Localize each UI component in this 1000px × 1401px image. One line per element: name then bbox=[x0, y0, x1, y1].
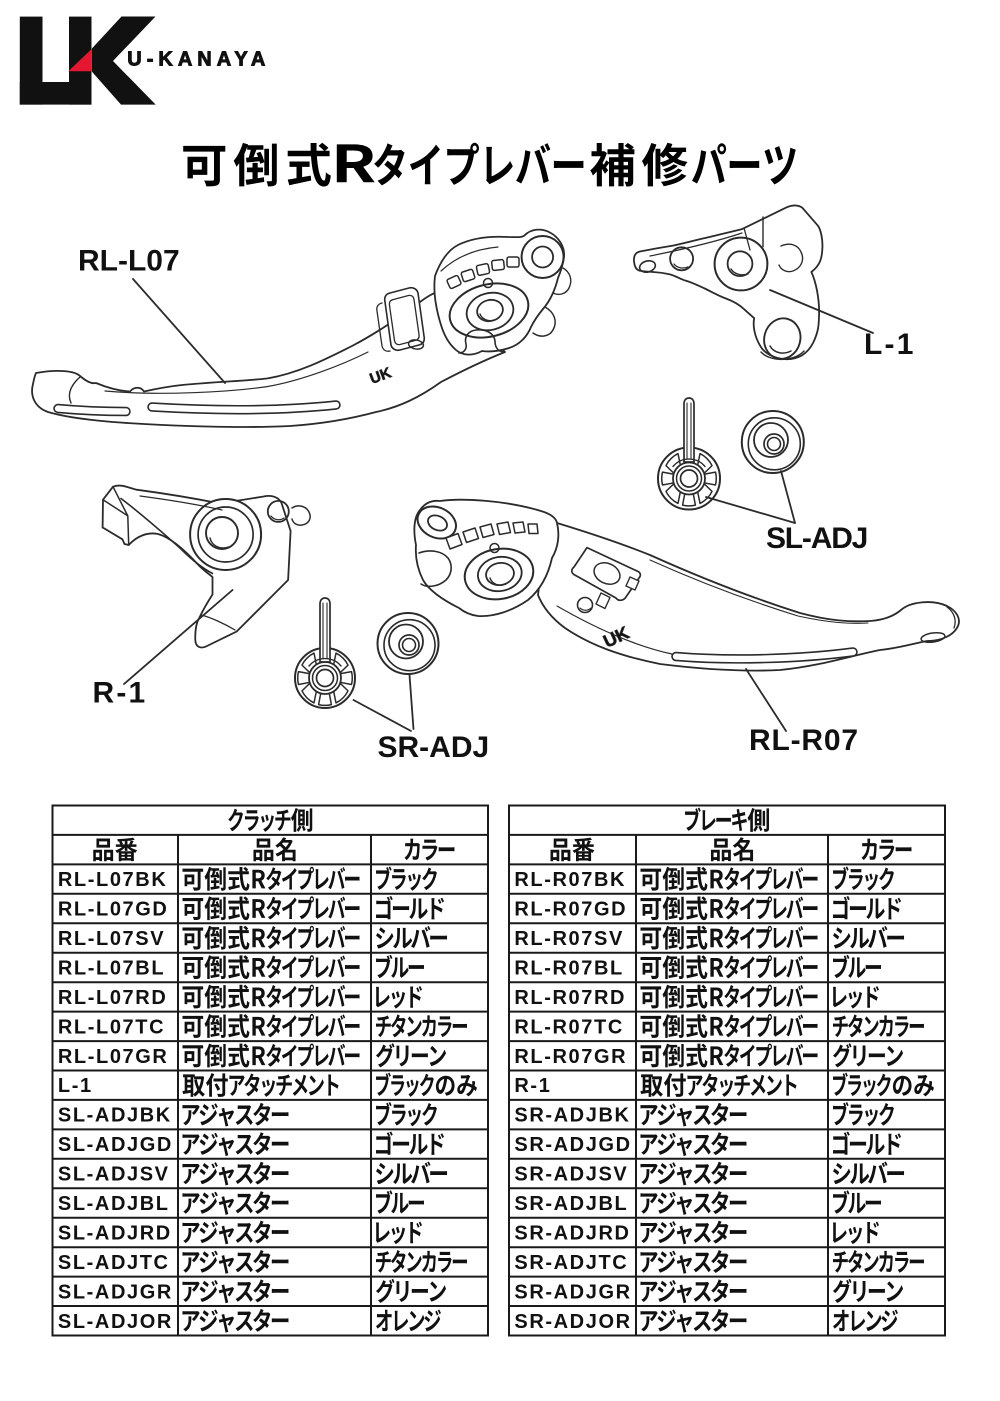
svg-text:RL-L07BL: RL-L07BL bbox=[58, 957, 165, 979]
svg-text:SR-ADJBL: SR-ADJBL bbox=[514, 1193, 628, 1215]
svg-text:R-1: R-1 bbox=[93, 677, 148, 710]
svg-text:RL-R07: RL-R07 bbox=[749, 724, 859, 757]
svg-text:L-1: L-1 bbox=[58, 1075, 93, 1097]
svg-text:RL-L07GD: RL-L07GD bbox=[58, 899, 169, 921]
svg-text:RL-R07BK: RL-R07BK bbox=[514, 869, 626, 891]
svg-text:RL-L07SV: RL-L07SV bbox=[58, 928, 165, 950]
svg-text:SL-ADJBK: SL-ADJBK bbox=[58, 1105, 172, 1127]
svg-text:SL-ADJGR: SL-ADJGR bbox=[58, 1281, 173, 1303]
svg-text:R-1: R-1 bbox=[514, 1075, 551, 1097]
svg-text:SR-ADJTC: SR-ADJTC bbox=[514, 1252, 628, 1274]
svg-text:RL-R07TC: RL-R07TC bbox=[514, 1016, 623, 1038]
svg-text:SL-ADJOR: SL-ADJOR bbox=[58, 1311, 173, 1333]
svg-text:RL-L07TC: RL-L07TC bbox=[58, 1016, 165, 1038]
svg-text:RL-L07BK: RL-L07BK bbox=[58, 869, 167, 891]
svg-text:SL-ADJSV: SL-ADJSV bbox=[58, 1164, 170, 1186]
svg-text:SR-ADJ: SR-ADJ bbox=[378, 731, 490, 764]
svg-text:RL-R07BL: RL-R07BL bbox=[514, 957, 623, 979]
svg-text:SR-ADJSV: SR-ADJSV bbox=[514, 1164, 628, 1186]
svg-text:SR-ADJGD: SR-ADJGD bbox=[514, 1134, 631, 1156]
svg-text:SR-ADJGR: SR-ADJGR bbox=[514, 1281, 631, 1303]
svg-text:RL-R07SV: RL-R07SV bbox=[514, 928, 624, 950]
svg-text:RL-L07RD: RL-L07RD bbox=[58, 987, 167, 1009]
svg-text:RL-R07RD: RL-R07RD bbox=[514, 987, 626, 1009]
svg-text:SL-ADJTC: SL-ADJTC bbox=[58, 1252, 170, 1274]
svg-text:RL-R07GR: RL-R07GR bbox=[514, 1046, 627, 1068]
svg-text:L-1: L-1 bbox=[864, 328, 916, 361]
svg-text:SL-ADJBL: SL-ADJBL bbox=[58, 1193, 170, 1215]
svg-text:RL-L07: RL-L07 bbox=[78, 245, 180, 278]
svg-text:SR-ADJBK: SR-ADJBK bbox=[514, 1105, 630, 1127]
svg-text:RL-L07GR: RL-L07GR bbox=[58, 1046, 169, 1068]
svg-text:SR-ADJOR: SR-ADJOR bbox=[514, 1311, 631, 1333]
svg-text:SR-ADJRD: SR-ADJRD bbox=[514, 1222, 630, 1244]
svg-text:SL-ADJ: SL-ADJ bbox=[766, 522, 867, 555]
svg-text:U-KANAYA: U-KANAYA bbox=[127, 49, 270, 71]
svg-text:RL-R07GD: RL-R07GD bbox=[514, 899, 627, 921]
svg-text:SL-ADJRD: SL-ADJRD bbox=[58, 1222, 172, 1244]
svg-text:SL-ADJGD: SL-ADJGD bbox=[58, 1134, 173, 1156]
